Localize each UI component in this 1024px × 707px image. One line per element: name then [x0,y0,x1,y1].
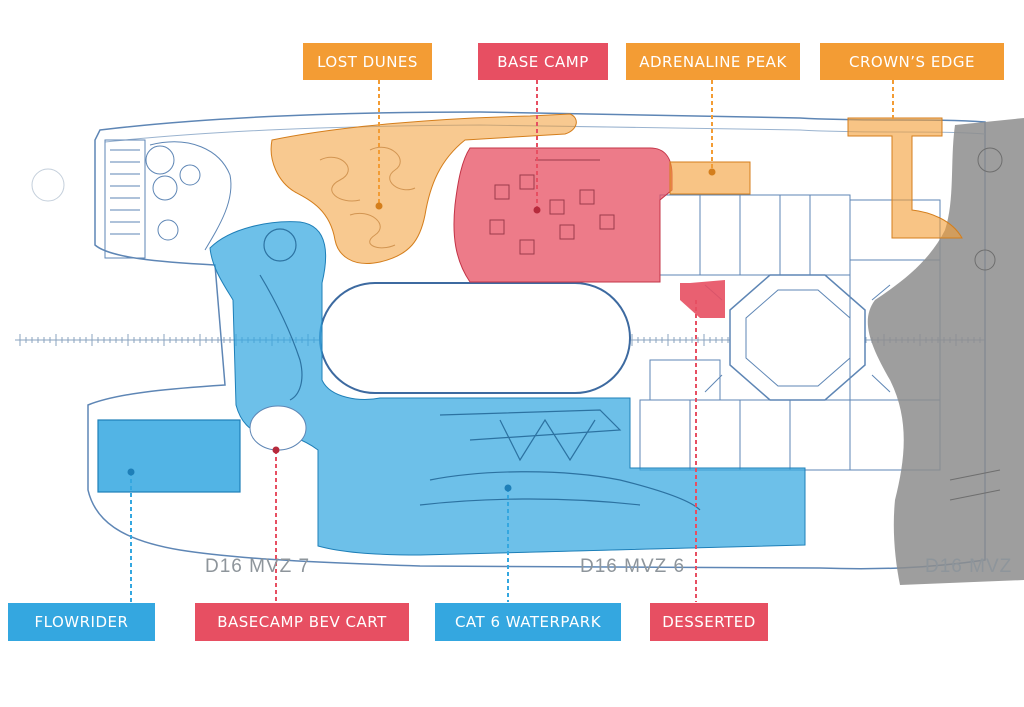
label-flowrider: FLOWRIDER [8,603,155,641]
label-crowns-edge: CROWN’S EDGE [820,43,1004,80]
label-cat6-waterpark: CAT 6 WATERPARK [435,603,621,641]
central-track [319,282,631,394]
label-adrenaline-peak: ADRENALINE PEAK [626,43,800,80]
zone-desserted [680,280,725,318]
bow-details [949,147,1003,501]
zone-base-camp [453,147,673,283]
zone-flowrider [97,419,241,493]
bev-cart-pool [249,405,307,451]
hull-outline [87,111,986,570]
rotunda [704,274,891,401]
leader-lines [130,80,894,602]
label-basecamp-bev-cart: BASECAMP BEV CART [195,603,409,641]
deck-mark-mvz: D16 MVZ [925,556,1013,577]
zone-lost-dunes [270,113,577,264]
leader-dots [127,168,716,492]
deck-mark-mvz7: D16 MVZ 7 [205,556,311,577]
waterpark-slides [259,228,701,511]
bow-gray-zone [867,118,1024,585]
zone-crowns-edge [847,117,963,239]
label-desserted: DESSERTED [650,603,768,641]
zone-adrenaline-peak [669,161,751,195]
base-camp-tables [489,159,615,255]
label-base-camp: BASE CAMP [478,43,608,80]
dunes-pattern [319,146,416,249]
label-lost-dunes: LOST DUNES [303,43,432,80]
aft-details [31,139,232,259]
deck-mark-mvz6: D16 MVZ 6 [580,556,686,577]
